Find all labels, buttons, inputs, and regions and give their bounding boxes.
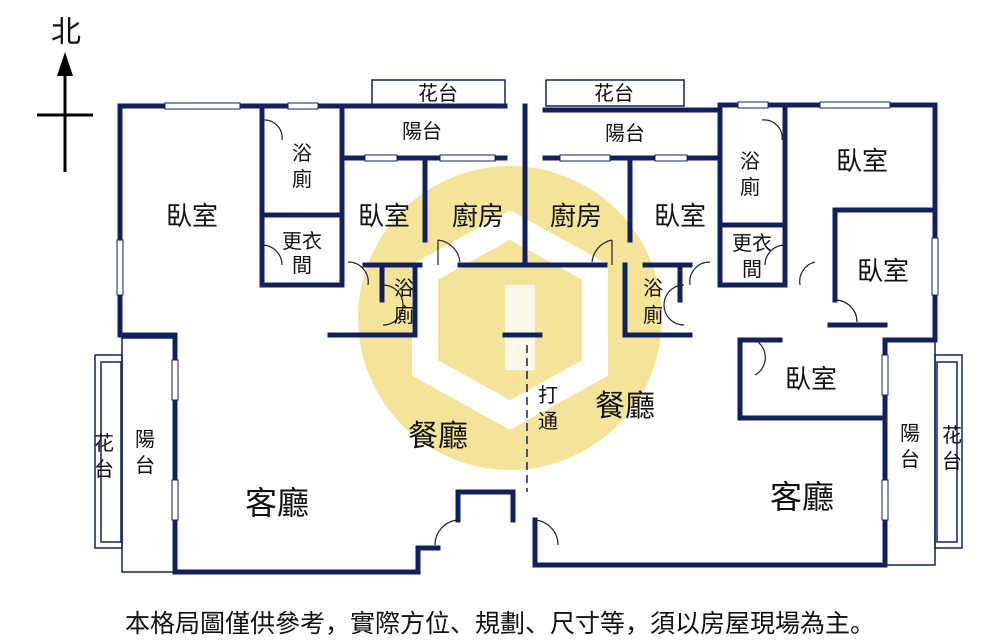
kitchen-left-label: 廚房	[452, 202, 504, 232]
planter-left-label-1: 花	[94, 431, 114, 455]
bedroom-right-main-label: 臥室	[836, 147, 888, 177]
walls	[117, 102, 938, 575]
bath-center-left-label-1: 浴	[394, 276, 414, 300]
closet-left-label-2: 間	[292, 253, 312, 277]
bedroom-right-3-label: 臥室	[857, 257, 909, 287]
bath-center-left-label-2: 廁	[394, 303, 414, 327]
planter-right-label-1: 花	[942, 423, 962, 447]
open-through-label-2: 通	[538, 409, 558, 433]
bath-left-label-2: 廁	[292, 167, 312, 191]
bedroom-left-main-label: 臥室	[166, 202, 218, 232]
living-left-label: 客廳	[245, 484, 309, 522]
closet-right-label-2: 間	[742, 257, 762, 281]
planter-left-label-2: 台	[94, 457, 114, 481]
balcony-right-label-1: 陽	[900, 421, 920, 445]
kitchen-right-label: 廚房	[550, 202, 602, 232]
planter-top-right	[545, 79, 685, 107]
open-through-label-1: 打	[538, 383, 558, 407]
balcony-left-label-1: 陽	[135, 427, 155, 451]
bath-right-label-1: 浴	[740, 149, 760, 173]
planter-top-left-label: 花台	[418, 81, 458, 105]
bath-left-label-1: 浴	[292, 141, 312, 165]
balcony-top-right-label: 陽台	[605, 121, 645, 145]
balcony-top-left-label: 陽台	[402, 119, 442, 143]
bedroom-right-2-label: 臥室	[654, 202, 706, 232]
disclaimer-caption: 本格局圖僅供參考，實際方位、規劃、尺寸等，須以房屋現場為主。	[124, 609, 875, 638]
planter-top-right-label: 花台	[594, 81, 634, 105]
bath-center-right-label-1: 浴	[643, 276, 663, 300]
balcony-right-label-2: 台	[900, 447, 920, 471]
dining-left-label: 餐廳	[408, 419, 468, 454]
dining-right-label: 餐廳	[595, 389, 655, 424]
closet-left-label-1: 更衣	[282, 229, 322, 253]
closet-right-label-1: 更衣	[732, 231, 772, 255]
bedroom-left-2-label: 臥室	[358, 202, 410, 232]
bath-right-label-2: 廁	[740, 175, 760, 199]
north-arrow-icon	[37, 52, 93, 172]
watermark-logo	[358, 166, 662, 470]
planter-right-label-2: 台	[942, 449, 962, 473]
bedroom-right-4-label: 臥室	[785, 365, 837, 395]
bath-center-right-label-2: 廁	[643, 303, 663, 327]
north-label: 北	[51, 15, 81, 50]
living-right-label: 客廳	[770, 478, 834, 516]
door-icons	[261, 119, 858, 546]
balcony-left-label-2: 台	[135, 453, 155, 477]
